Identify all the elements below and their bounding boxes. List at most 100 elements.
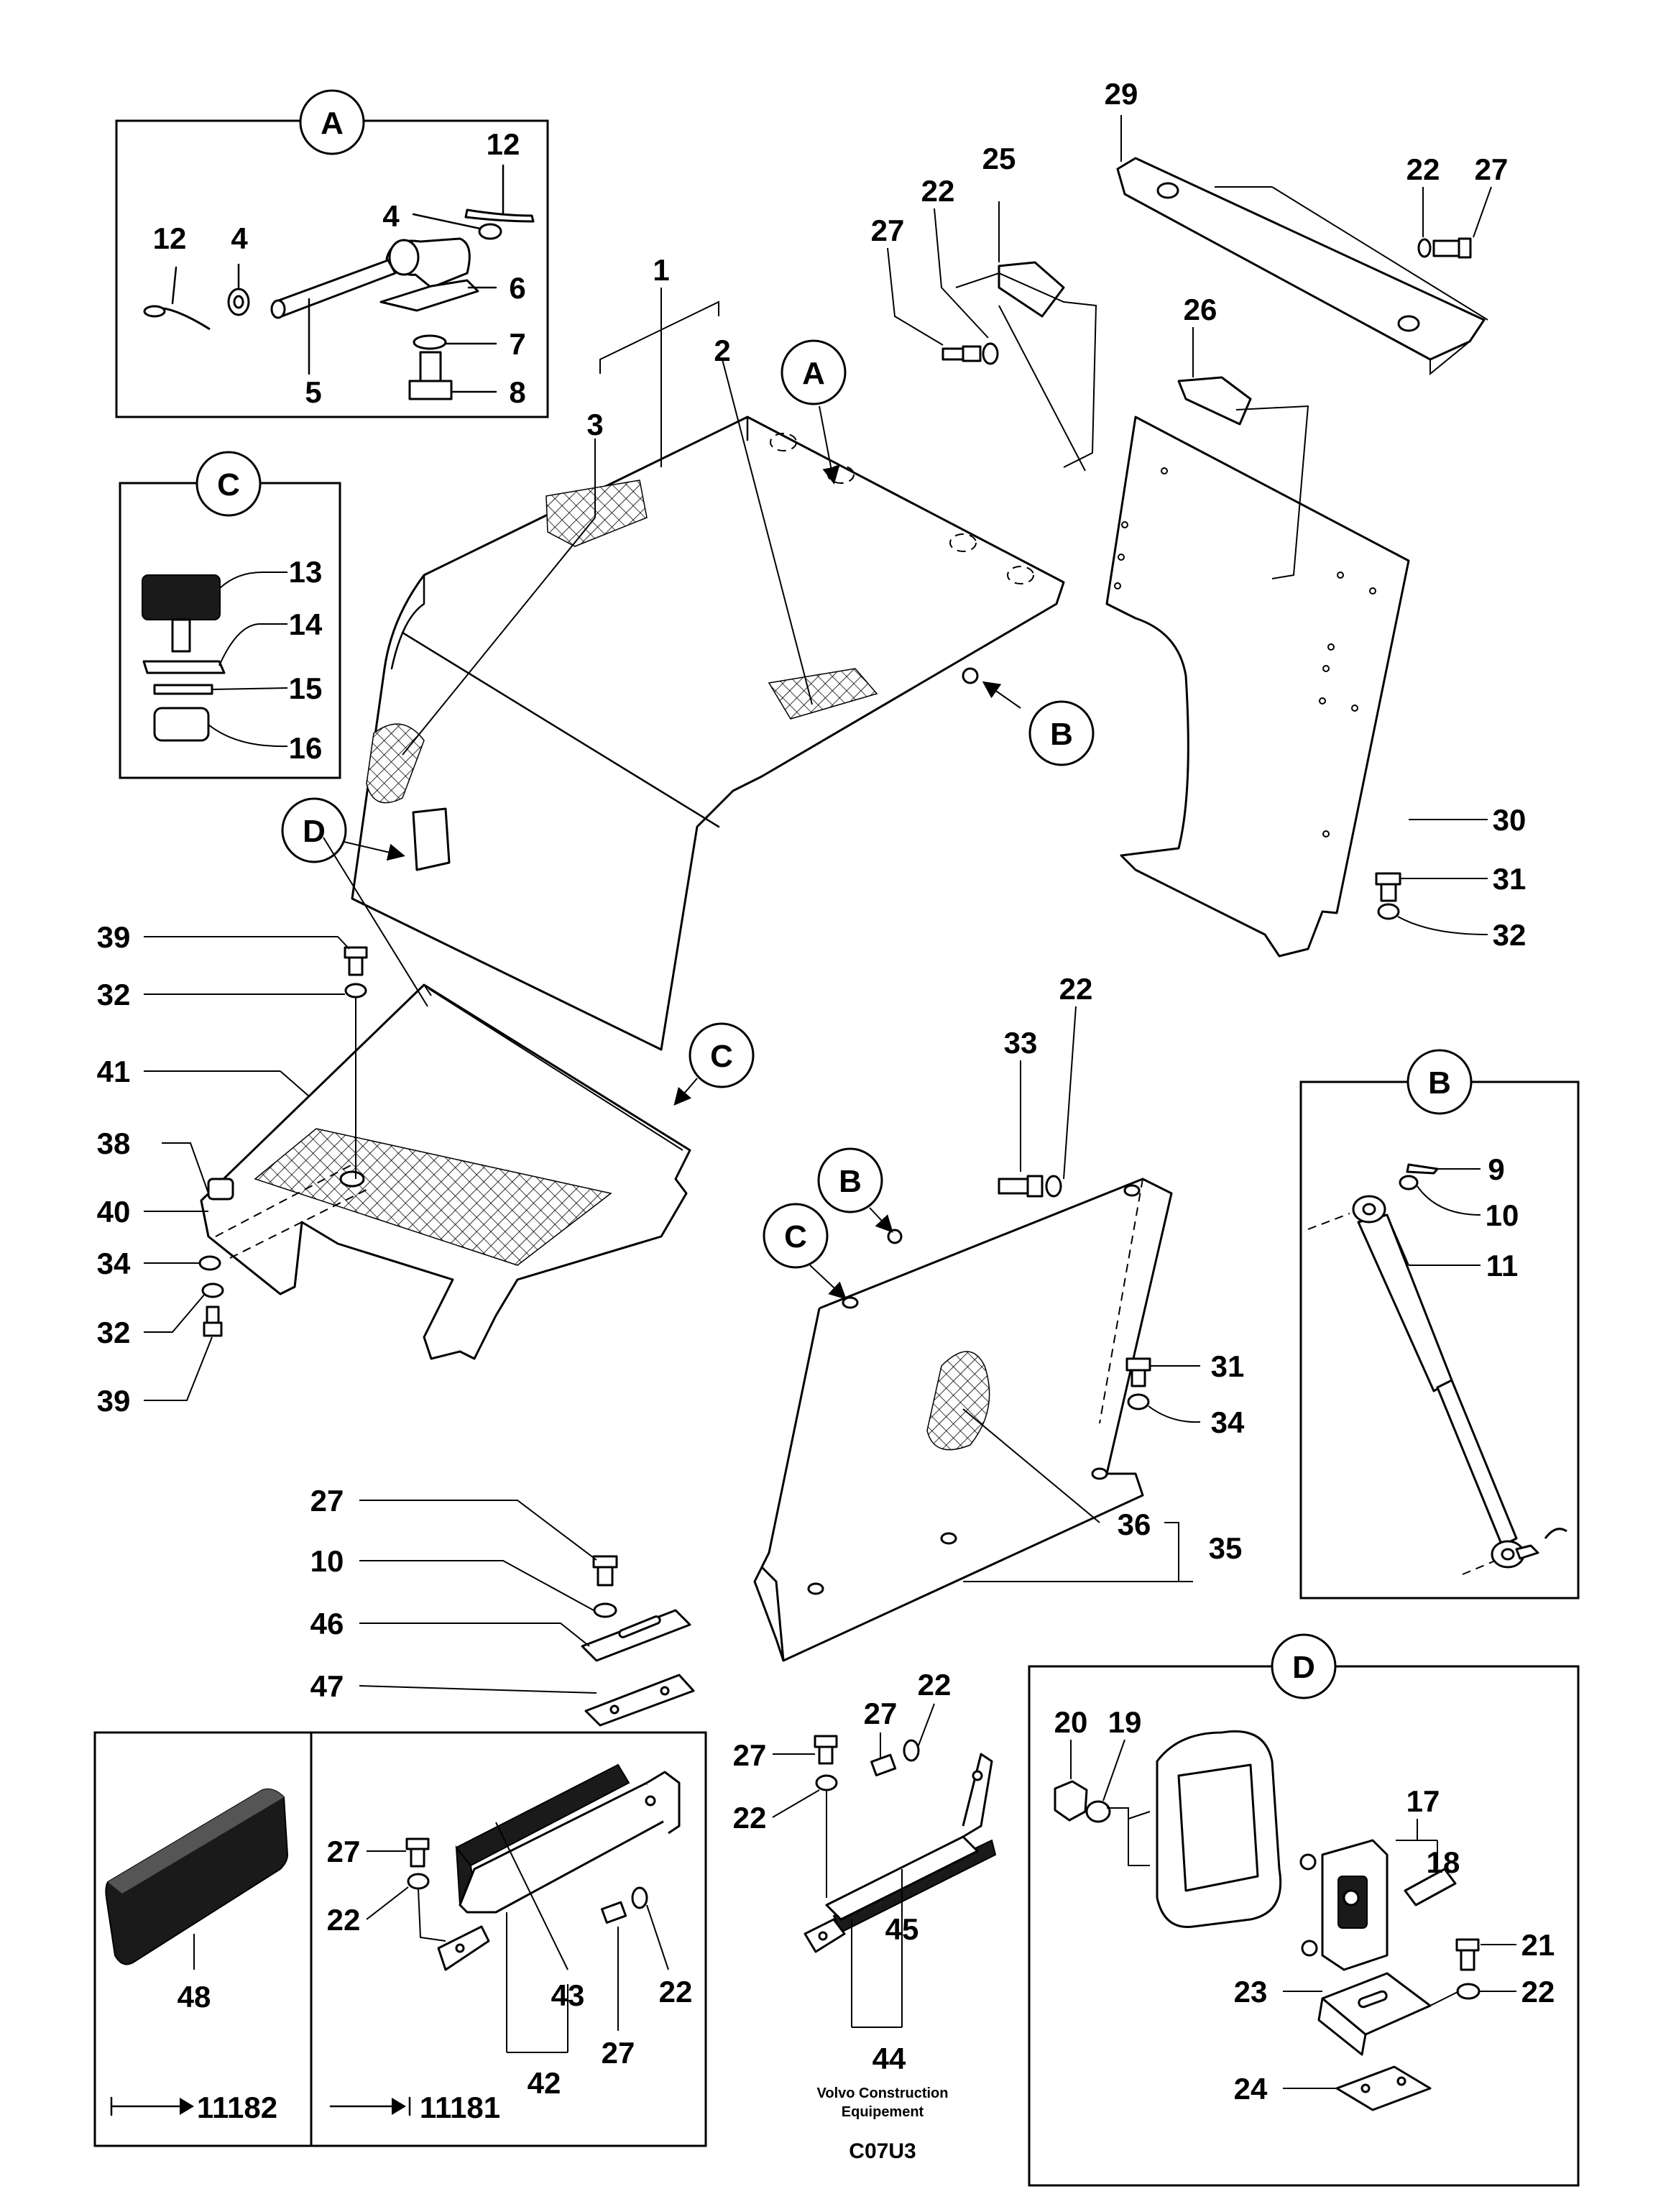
gas-spring-11 <box>1307 1195 1567 1575</box>
mesh-plate-41 <box>254 1128 612 1266</box>
side-panel-35: 36 35 <box>753 1178 1243 1662</box>
detail-a-circle <box>299 89 365 155</box>
label-47: 47 <box>310 1669 344 1703</box>
label-7: 7 <box>509 327 525 361</box>
footer: Volvo Construction Equipement C07U3 <box>817 2085 949 2163</box>
label-11: 11 <box>1486 1249 1518 1282</box>
ref-circle-d-main: D <box>281 797 347 863</box>
detail-a-box: A <box>115 89 549 418</box>
bolt-27-top: 27 22 <box>871 174 999 365</box>
detail-c-letter: C <box>217 467 240 502</box>
label-36: 36 <box>1118 1507 1151 1541</box>
washer-10-b <box>1399 1175 1419 1190</box>
latch-plate <box>412 807 451 871</box>
label-40: 40 <box>97 1195 131 1229</box>
label-1: 1 <box>653 253 669 287</box>
label-22-mid: 22 <box>1059 972 1093 1006</box>
label-27-tr: 27 <box>1475 152 1509 186</box>
detail-b-letter: B <box>1428 1065 1451 1101</box>
nut-16 <box>153 707 210 742</box>
label-19: 19 <box>1108 1705 1142 1739</box>
label-4-right: 4 <box>382 199 400 233</box>
label-17: 17 <box>1406 1784 1440 1818</box>
hinge-pin-5 <box>270 259 397 375</box>
label-18: 18 <box>1427 1845 1460 1879</box>
mesh-panel-36 <box>926 1351 990 1451</box>
label-32-top: 32 <box>97 978 131 1011</box>
label-30: 30 <box>1493 803 1527 837</box>
rubber-mount-13 <box>142 574 221 620</box>
mesh-panel-2 <box>768 668 878 720</box>
bracket-25: 25 <box>955 142 1097 472</box>
side-panel-30: 30 <box>1105 416 1527 958</box>
pin-9-b <box>1406 1163 1439 1175</box>
label-27-box-b: 27 <box>602 2036 635 2070</box>
serial-to: 11181 <box>420 2091 500 2124</box>
label-24: 24 <box>1234 2072 1268 2106</box>
svg-text:B: B <box>839 1164 862 1199</box>
label-32-left: 32 <box>97 1316 131 1349</box>
label-48: 48 <box>178 1980 211 2014</box>
arrow-from-serial <box>110 2096 194 2116</box>
shim-plates-46-47: 27 10 46 47 <box>310 1484 695 1727</box>
bracket-42-pad-43 <box>437 1763 681 1971</box>
washer-19 <box>1085 1800 1111 1823</box>
label-25: 25 <box>982 142 1016 175</box>
label-9: 9 <box>1488 1152 1504 1186</box>
label-22-bracket-b: 22 <box>918 1668 952 1702</box>
floor-plate-38: 41 38 40 <box>97 983 691 1360</box>
detail-d-letter: D <box>1292 1650 1315 1685</box>
pad-48 <box>105 1788 289 1970</box>
label-3: 3 <box>586 408 603 441</box>
washer-4-right <box>478 223 502 240</box>
label-26: 26 <box>1184 293 1217 326</box>
label-27-box: 27 <box>327 1835 361 1868</box>
label-22-bracket: 22 <box>733 1801 767 1835</box>
label-27-shim: 27 <box>310 1484 344 1518</box>
figure-code: C07U3 <box>849 2139 916 2163</box>
label-22-d: 22 <box>1521 1975 1555 2009</box>
label-43: 43 <box>551 1978 585 2012</box>
label-20: 20 <box>1054 1705 1088 1739</box>
label-35: 35 <box>1209 1531 1243 1565</box>
latch-40 <box>207 1178 234 1201</box>
cotter-pin-12-left <box>143 266 211 331</box>
label-6: 6 <box>509 271 525 305</box>
cotter-pin-12-right <box>464 208 535 223</box>
label-33: 33 <box>1004 1026 1038 1060</box>
label-10-shim: 10 <box>310 1544 344 1578</box>
ref-circle-c-floor: C <box>673 1022 755 1106</box>
label-31-right: 31 <box>1493 862 1527 896</box>
svg-text:A: A <box>802 356 825 391</box>
mesh-panel-3-top <box>545 479 648 547</box>
nut-20 <box>1054 1780 1088 1822</box>
label-31-mid: 31 <box>1211 1349 1245 1383</box>
bolts-27-22-box: 27 22 27 22 <box>327 1835 693 2070</box>
serial-from: 11182 <box>197 2091 277 2124</box>
arrow-to-serial <box>329 2096 411 2116</box>
mesh-panel-3-side <box>366 723 425 804</box>
company-line-2: Equipement <box>842 2104 924 2120</box>
channel-29: 29 <box>1105 77 1488 376</box>
label-8: 8 <box>509 375 525 409</box>
ref-circle-c-mid: C <box>763 1203 847 1300</box>
label-44: 44 <box>872 2042 906 2075</box>
bolt-8 <box>408 351 497 400</box>
label-5: 5 <box>305 375 321 409</box>
gas-spring-stud <box>962 667 979 684</box>
washer-15 <box>153 684 213 695</box>
label-13: 13 <box>289 555 323 589</box>
bolt-31-washer-34-mid: 31 34 <box>1125 1349 1245 1439</box>
label-10-b: 10 <box>1486 1198 1519 1232</box>
detail-c-box: C 13 14 15 16 <box>119 451 341 779</box>
label-27-bracket: 27 <box>733 1738 767 1772</box>
detail-a-letter: A <box>321 106 344 141</box>
label-12-right: 12 <box>487 127 520 161</box>
label-39-left: 39 <box>97 1384 131 1418</box>
hinge-6 <box>379 237 497 312</box>
detail-c-circle <box>195 451 262 517</box>
label-42: 42 <box>528 2066 561 2100</box>
label-12-left: 12 <box>153 221 187 255</box>
label-29: 29 <box>1105 77 1138 111</box>
